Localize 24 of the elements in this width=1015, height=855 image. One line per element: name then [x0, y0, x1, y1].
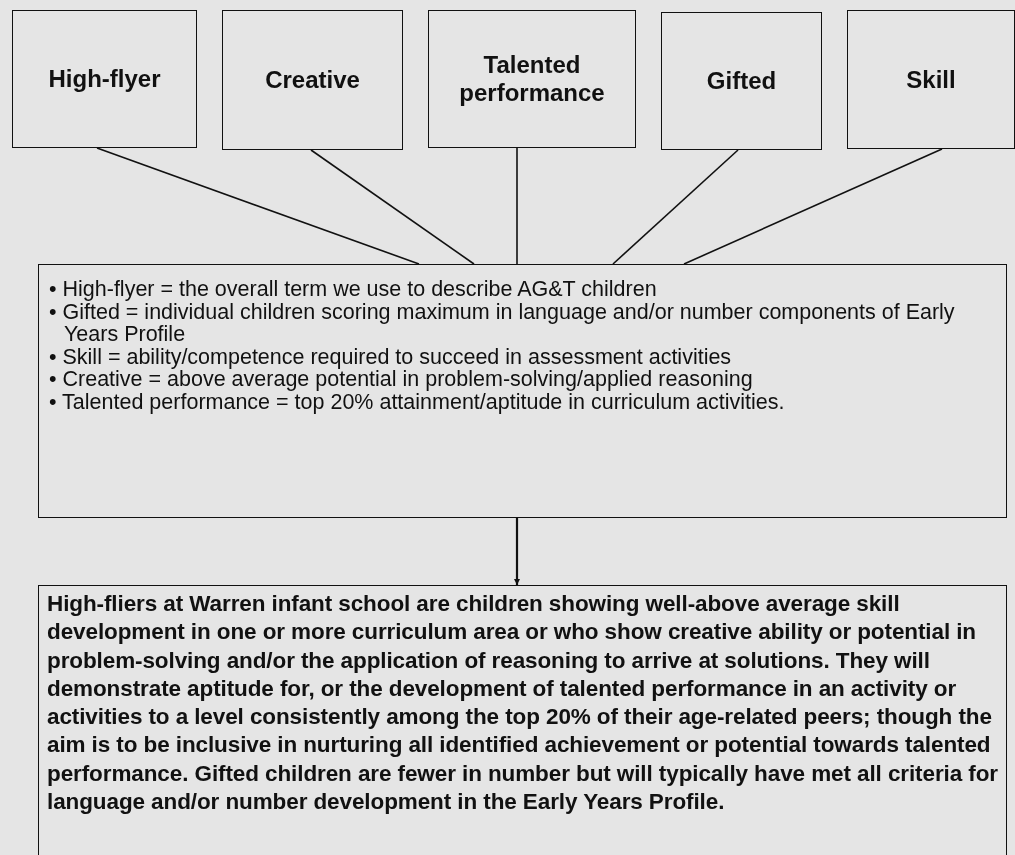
category-box — [847, 10, 1015, 149]
definition-text: • Gifted = individual children scoring maximum in language and/or number components of Early Years Profile — [49, 300, 956, 346]
category-box — [428, 10, 636, 148]
summary-box — [38, 585, 1007, 855]
definition-text: • High-flyer = the overall term we use to describe AG&T children — [49, 278, 658, 301]
connector-line — [96, 147, 420, 265]
definition-text: • Skill = ability/competence required to succeed in assessment activities — [49, 345, 733, 368]
connector-line — [612, 149, 739, 265]
category-box — [222, 10, 403, 150]
category-label: Gifted — [706, 67, 777, 95]
category-box — [12, 10, 197, 148]
summary-text: High-fliers at Warren infant school are children showing well-above average skill development in one or more curriculum area or who show creative ability or potential in problem-solving and/or the application of reasoning to arrive at solutions. They will demonstrate aptitude for, or the development of talented performance in an activity or activities to a level consistently among the top 20% of their age-related peers; though the aim is to be inclusive in nurturing all identified achievement or potential towards talented performance. Gifted children are fewer in number but will typically have met all criteria for language and/or number development in the Early Years Profile. — [47, 590, 999, 817]
category-label: Skill — [906, 65, 956, 94]
connector-line — [683, 148, 943, 265]
connector-line — [516, 147, 518, 265]
arrow — [514, 518, 520, 585]
category-box — [661, 12, 822, 150]
category-label: Creative — [265, 66, 360, 94]
definition-text: • Talented performance = top 20% attainment/aptitude in curriculum activities. — [49, 390, 786, 413]
category-label: High-flyer — [48, 65, 161, 93]
definitions-box — [38, 264, 1007, 518]
connector-line — [310, 149, 475, 265]
definition-text: • Creative = above average potential in problem-solving/applied reasoning — [49, 368, 754, 391]
category-label: Talented performance — [458, 51, 606, 107]
